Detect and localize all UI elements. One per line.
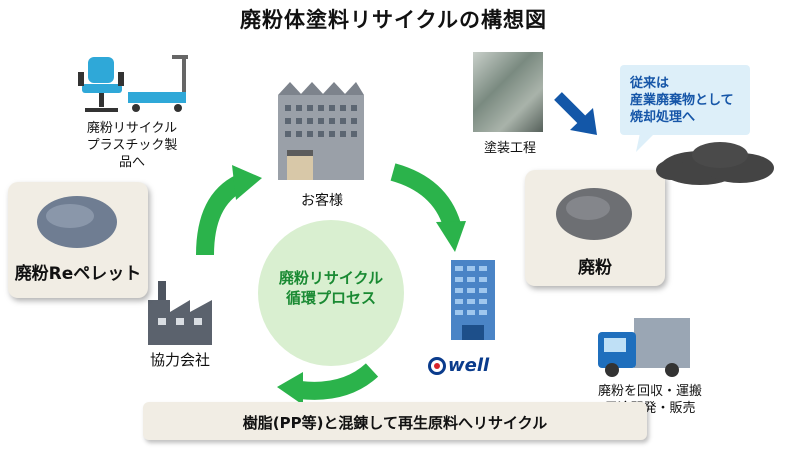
- smoke-cloud-icon: [656, 142, 774, 185]
- repellet-label: 廃粉Reペレット: [14, 264, 142, 284]
- partner-label: 協力会社: [149, 351, 210, 369]
- blue-arrow: [554, 92, 597, 135]
- center-text: 廃粉リサイクル 循環プロセス: [278, 269, 384, 307]
- bottom-banner-text: 樹脂(PP等)と混錬して再生原料へリサイクル: [242, 414, 548, 432]
- products-caption: 廃粉リサイクル プラスチック製品へ: [86, 121, 178, 170]
- owell-logo-mark-icon: [428, 357, 446, 375]
- painting-process-photo: [473, 52, 543, 132]
- cycle-arrow-right-down: [390, 163, 466, 252]
- cycle-arrow-left-up: [196, 165, 262, 256]
- bubble-text: 従来は 産業廃棄物として 焼却処理へ: [630, 76, 734, 125]
- speech-bubble: [620, 65, 750, 135]
- cycle-arrow-bottom-left: [277, 363, 379, 405]
- waste-label: 廃粉: [578, 258, 612, 278]
- partner-factory-icon: [148, 281, 212, 345]
- chair-icon: [78, 57, 124, 112]
- owell-building-icon: [451, 260, 495, 340]
- customer-label: お客様: [301, 193, 343, 209]
- bottom-banner: [143, 402, 647, 440]
- truck-icon: [598, 318, 690, 377]
- owell-logo: well: [428, 355, 489, 376]
- center-circle: [258, 220, 404, 366]
- diagram-title: 廃粉体塗料リサイクルの構想図: [240, 8, 547, 32]
- customer-building-icon: [278, 82, 364, 180]
- cart-icon: [128, 55, 188, 112]
- painting-label: 塗装工程: [483, 141, 536, 156]
